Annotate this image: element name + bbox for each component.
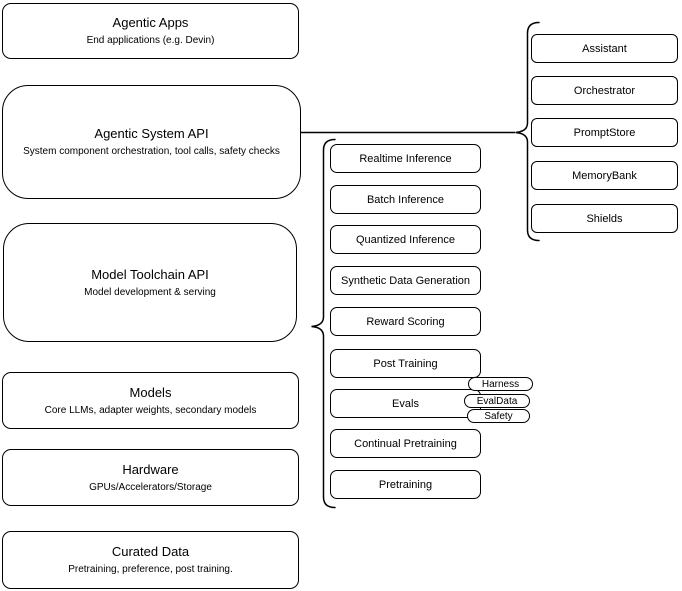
node-label: Pretraining: [378, 478, 433, 491]
node-evals: Evals: [330, 389, 481, 418]
node-shields: Shields: [531, 204, 678, 233]
node-hardware: Hardware GPUs/Accelerators/Storage: [2, 449, 299, 506]
node-continual-pretraining: Continual Pretraining: [330, 429, 481, 458]
node-title: Hardware: [122, 461, 179, 477]
node-agentic-system-api: Agentic System API System component orch…: [2, 85, 301, 199]
tag-harness: Harness: [468, 377, 533, 391]
node-label: Reward Scoring: [366, 315, 445, 328]
tag-label: Safety: [484, 410, 513, 422]
node-subtitle: Pretraining, preference, post training.: [68, 564, 233, 575]
node-label: Orchestrator: [573, 84, 636, 97]
node-promptstore: PromptStore: [531, 118, 678, 147]
node-model-toolchain-api: Model Toolchain API Model development & …: [3, 223, 297, 342]
node-post-training: Post Training: [330, 349, 481, 378]
node-models: Models Core LLMs, adapter weights, secon…: [2, 372, 299, 429]
node-batch-inference: Batch Inference: [330, 185, 481, 214]
node-agentic-apps: Agentic Apps End applications (e.g. Devi…: [2, 3, 299, 59]
node-subtitle: System component orchestration, tool cal…: [23, 146, 280, 157]
node-label: Shields: [586, 212, 623, 225]
node-pretraining: Pretraining: [330, 470, 481, 499]
tag-label: Harness: [481, 378, 520, 390]
node-memorybank: MemoryBank: [531, 161, 678, 190]
node-curated-data: Curated Data Pretraining, preference, po…: [2, 531, 299, 589]
node-label: PromptStore: [573, 126, 636, 139]
node-title: Curated Data: [111, 544, 190, 559]
node-label: Evals: [392, 397, 419, 410]
node-label: Quantized Inference: [355, 233, 456, 246]
node-title: Model Toolchain API: [91, 266, 209, 282]
node-label: Assistant: [582, 42, 627, 55]
node-title: Agentic System API: [94, 126, 209, 141]
node-label: Batch Inference: [366, 193, 445, 206]
node-quantized-inference: Quantized Inference: [330, 225, 481, 254]
tag-evaldata: EvalData: [464, 394, 530, 408]
node-subtitle: Model development & serving: [84, 286, 216, 298]
node-subtitle: End applications (e.g. Devin): [86, 35, 215, 46]
node-assistant: Assistant: [531, 34, 678, 63]
node-subtitle: Core LLMs, adapter weights, secondary mo…: [44, 404, 257, 416]
node-reward-scoring: Reward Scoring: [330, 307, 481, 336]
node-synthetic-data-generation: Synthetic Data Generation: [330, 266, 481, 295]
node-title: Models: [129, 384, 172, 400]
node-label: MemoryBank: [572, 169, 637, 182]
node-title: Agentic Apps: [112, 15, 189, 30]
node-realtime-inference: Realtime Inference: [330, 144, 481, 173]
node-label: Realtime Inference: [359, 152, 452, 165]
tag-safety: Safety: [467, 409, 530, 423]
node-label: Continual Pretraining: [354, 437, 457, 450]
tag-label: EvalData: [476, 395, 518, 407]
node-label: Post Training: [373, 357, 438, 370]
node-orchestrator: Orchestrator: [531, 76, 678, 105]
node-subtitle: GPUs/Accelerators/Storage: [89, 481, 212, 493]
node-label: Synthetic Data Generation: [340, 274, 471, 287]
